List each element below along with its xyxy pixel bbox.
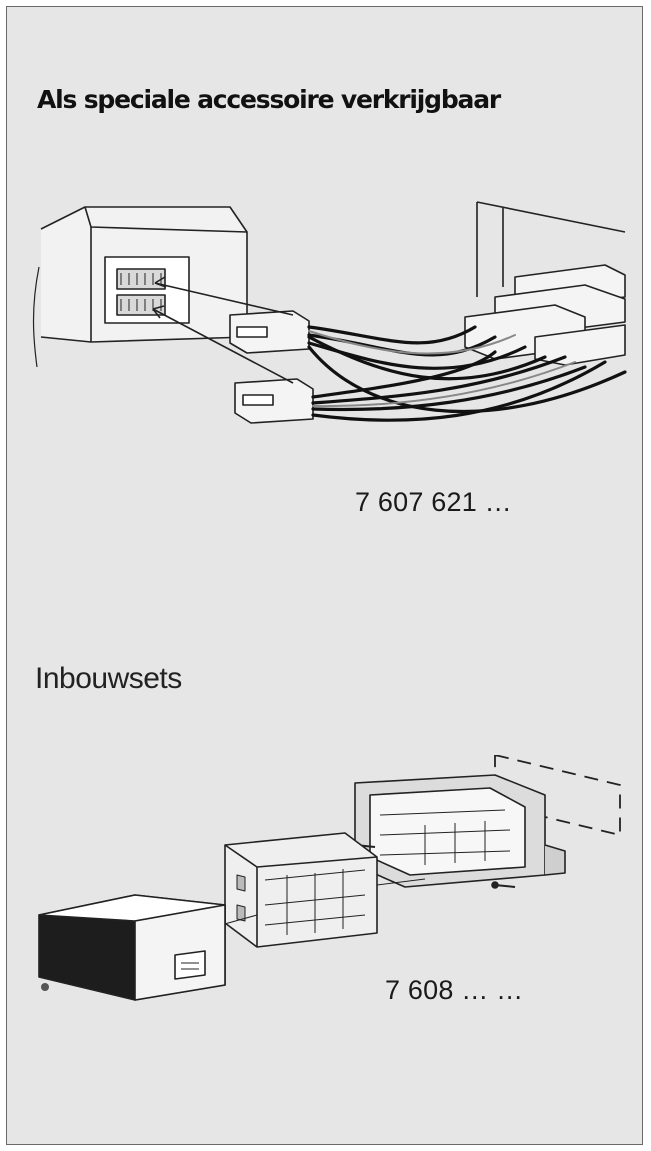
accessory-page: Als speciale accessoire verkrijgbaar [6,6,643,1145]
installation-kit-illustration [38,755,621,1001]
installation-kits-title: Inbouwsets [35,662,182,695]
adapter-cable-illustration [32,201,627,424]
page-heading: Als speciale accessoire verkrijgbaar [37,85,501,114]
adapter-part-number: 7 607 621 … [355,487,512,517]
installation-kit-part-number: 7 608 … … [385,975,524,1005]
